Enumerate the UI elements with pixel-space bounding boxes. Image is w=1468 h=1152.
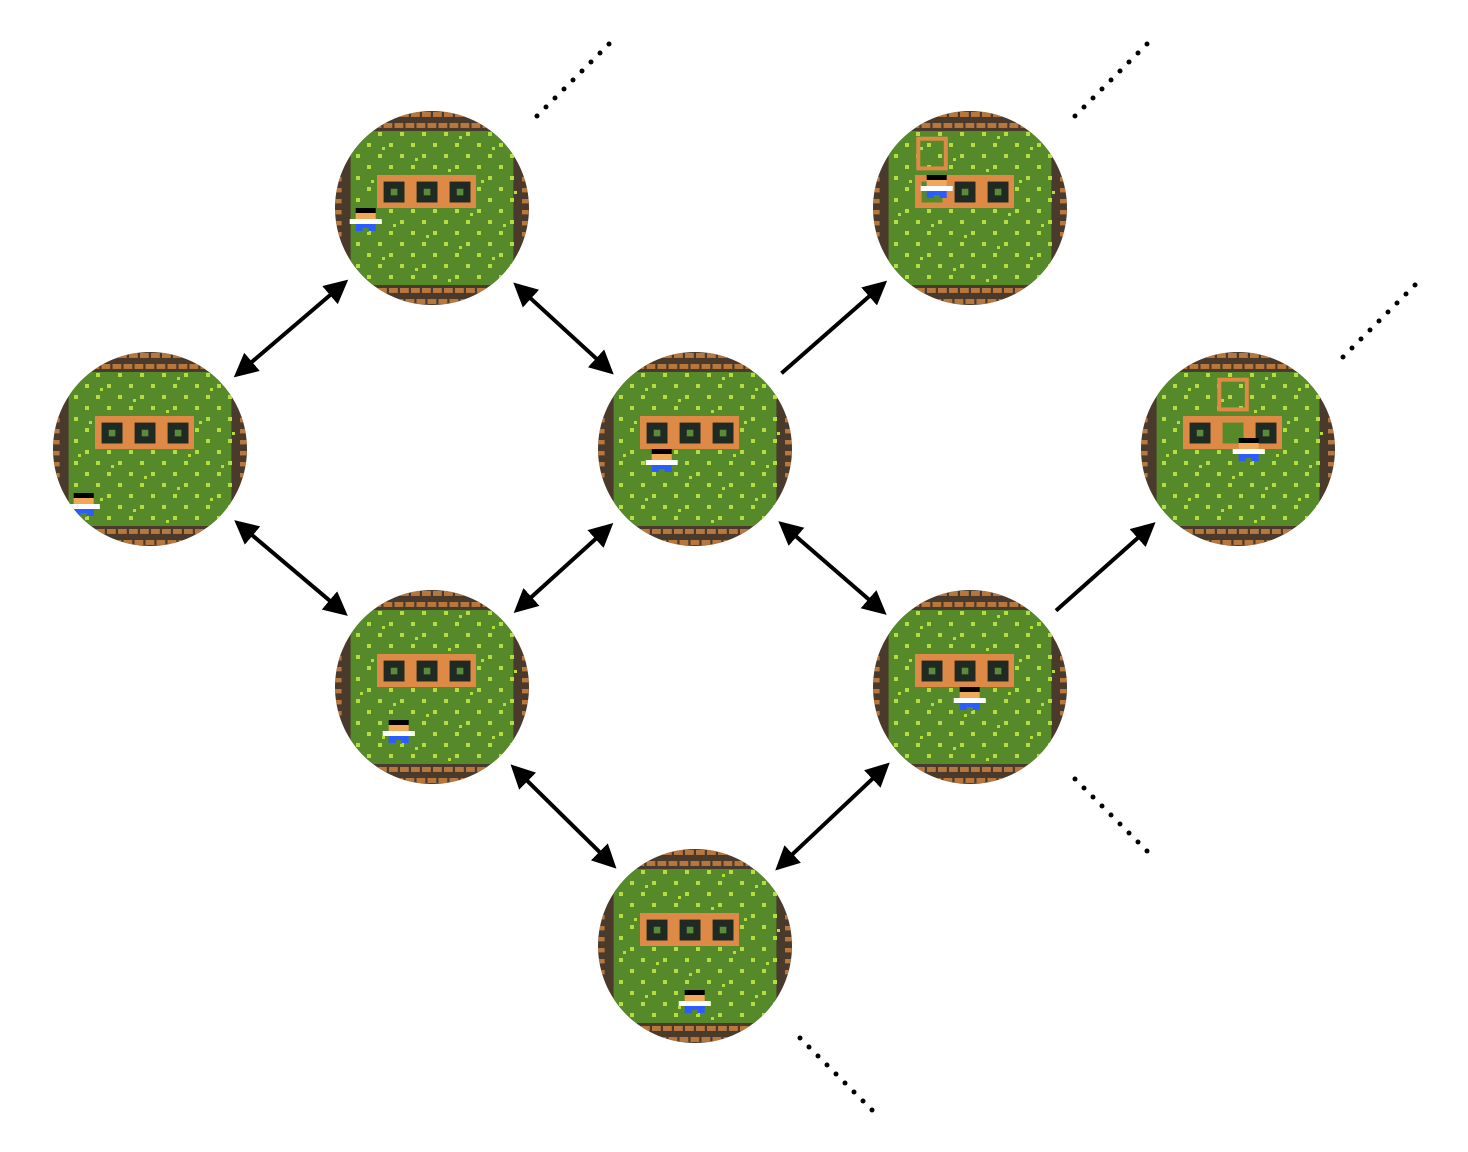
- arrow-center-to-top-right: [780, 280, 888, 375]
- dot: [534, 113, 540, 119]
- scene-lower-left: [335, 590, 529, 784]
- dot: [860, 1098, 866, 1104]
- dot: [1376, 318, 1382, 324]
- state-node-center: [598, 352, 792, 546]
- scene-lower-right: [873, 590, 1067, 784]
- dot: [833, 1071, 839, 1077]
- dot: [1340, 354, 1346, 360]
- dot: [1367, 327, 1373, 333]
- dot: [579, 68, 585, 74]
- dot: [1072, 776, 1078, 782]
- dot: [1144, 41, 1150, 47]
- arrow-lower-right-to-far-right: [1054, 522, 1156, 613]
- dot: [842, 1080, 848, 1086]
- scene-top-right: [873, 111, 1067, 305]
- continuation-dots: [534, 41, 1418, 1113]
- scene-bottom: [598, 849, 792, 1043]
- arrow-far-left-to-lower-left: [234, 520, 348, 616]
- dot: [1081, 785, 1087, 791]
- dot: [851, 1089, 857, 1095]
- arrow-center-to-lower-right: [778, 521, 887, 615]
- state-node-top-left: [335, 111, 529, 305]
- continuation-top-left: [534, 41, 612, 119]
- dot: [1126, 830, 1132, 836]
- continuation-top-right: [1072, 41, 1150, 119]
- dot: [1358, 336, 1364, 342]
- dot: [1144, 848, 1150, 854]
- continuation-far-right: [1340, 282, 1418, 360]
- dot: [606, 41, 612, 47]
- dot: [1394, 300, 1400, 306]
- scene-center: [598, 352, 792, 546]
- dot: [1081, 104, 1087, 110]
- dot: [561, 86, 567, 92]
- dot: [1135, 50, 1141, 56]
- dot: [869, 1107, 875, 1113]
- transition-arrows: [233, 279, 1156, 871]
- state-node-top-right: [873, 111, 1067, 305]
- dot: [797, 1035, 803, 1041]
- scene-top-left: [335, 111, 529, 305]
- arrow-center-to-lower-left: [513, 522, 614, 614]
- dot: [1108, 77, 1114, 83]
- state-node-lower-right: [873, 590, 1067, 784]
- dot: [1412, 282, 1418, 288]
- state-nodes: [53, 111, 1335, 1043]
- scene-far-right: [1141, 352, 1335, 546]
- dot: [1135, 839, 1141, 845]
- state-node-bottom: [598, 849, 792, 1043]
- dot: [588, 59, 594, 65]
- dot: [570, 77, 576, 83]
- dot: [1126, 59, 1132, 65]
- dot: [1090, 95, 1096, 101]
- dot: [597, 50, 603, 56]
- dot: [824, 1062, 830, 1068]
- dot: [1072, 113, 1078, 119]
- dot: [1117, 821, 1123, 827]
- state-node-far-right: [1141, 352, 1335, 546]
- arrow-lower-left-to-bottom: [510, 764, 617, 869]
- dot: [1099, 803, 1105, 809]
- dot: [815, 1053, 821, 1059]
- dot: [1108, 812, 1114, 818]
- dot: [1099, 86, 1105, 92]
- dot: [1403, 291, 1409, 297]
- continuation-bottom: [797, 1035, 875, 1113]
- dot: [552, 95, 558, 101]
- dot: [543, 104, 549, 110]
- dot: [1117, 68, 1123, 74]
- state-node-lower-left: [335, 590, 529, 784]
- continuation-lower-right: [1072, 776, 1150, 854]
- arrow-bottom-to-lower-right: [775, 762, 890, 871]
- arrow-top-left-to-far-left: [233, 279, 349, 378]
- scene-far-left: [53, 352, 247, 546]
- state-node-far-left: [53, 352, 247, 546]
- dot: [806, 1044, 812, 1050]
- arrow-top-left-to-center: [513, 282, 614, 375]
- dot: [1090, 794, 1096, 800]
- dot: [1349, 345, 1355, 351]
- dot: [1385, 309, 1391, 315]
